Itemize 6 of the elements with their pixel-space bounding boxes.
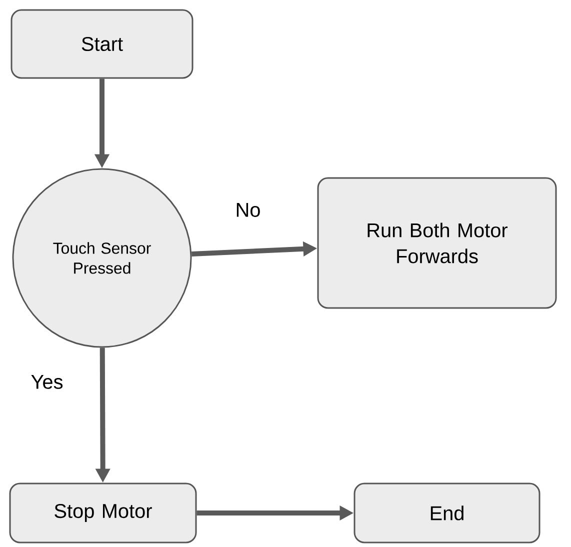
process-box: Run Both Motor Forwards <box>317 177 557 309</box>
edge-label: Yes <box>31 375 63 389</box>
edge-label: No <box>236 203 260 217</box>
process-box: End <box>354 482 540 544</box>
process-box: Start <box>10 9 194 79</box>
process-box: Stop Motor <box>9 482 197 544</box>
